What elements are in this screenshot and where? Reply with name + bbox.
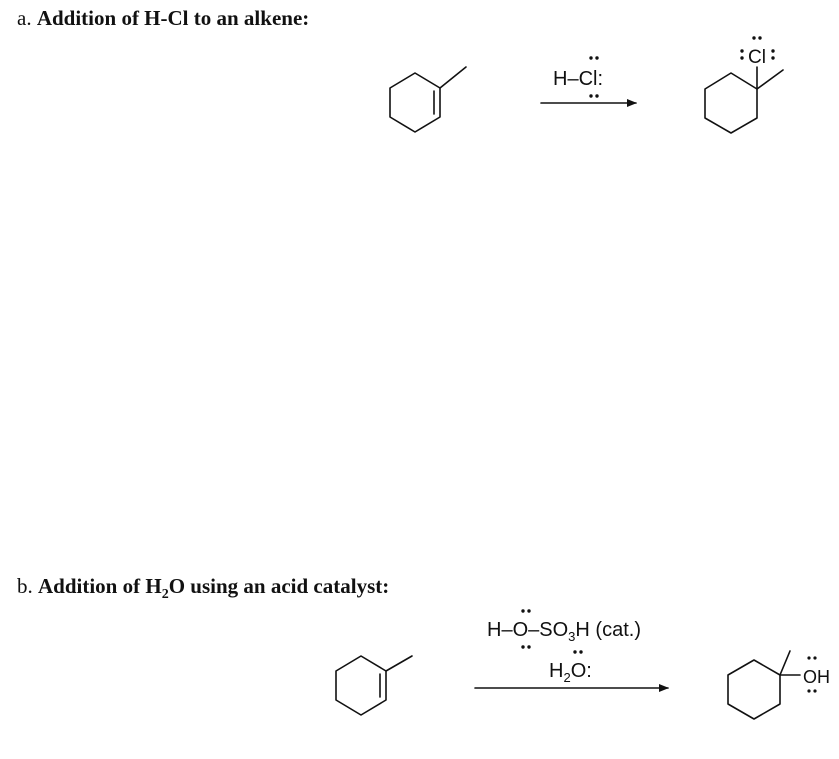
part-a-reagent-text: H–Cl: [553,68,603,90]
part-b-water-o: O [571,660,587,682]
part-a-reagent-cl: Cl [579,68,598,90]
part-b-water-text: H2O: [549,660,592,685]
part-a-reagent-bond: – [567,68,579,90]
part-b-catalyst-bond-2: – [528,619,540,641]
part-a-title: Addition of H-Cl to an alkene: [36,6,310,30]
part-b-catalyst-subscript: 3 [568,629,575,644]
part-b-reactant-ring [335,655,387,716]
part-b-catalyst-text: H–O–SO3H (cat.) [487,619,641,644]
part-b-water: H2O: [549,650,592,685]
part-a-reagent-h: H [553,68,567,90]
part-a-product-methyl [756,69,784,90]
part-a-reactant-methylcyclohexene [389,66,467,133]
part-b-title: Addition of H2O using an acid catalyst: [38,574,390,602]
part-b-catalyst-so: SO [539,619,568,641]
part-b-title-subscript: 2 [161,587,169,603]
part-b-water-lone-pair-dots [573,650,583,654]
part-b-reactant-methylcyclohexene [335,655,413,716]
part-a-product-cl-dots [740,36,775,60]
part-a-product-chloromethylcyclohexane [704,66,784,134]
part-b-reactant-methyl [385,655,413,672]
part-b-product-oh-dots [807,656,817,693]
part-b-catalyst-note: (cat.) [590,619,641,641]
part-b-title-end: O using an acid catalyst: [168,574,390,598]
part-a-reagent-lone-pair: : [597,68,603,90]
part-b-catalyst: H–O–SO3H (cat.) [487,609,641,649]
part-b-catalyst-lone-pair-dots [521,609,531,649]
part-a-product-cl-label: Cl [740,36,775,68]
part-b-product-oh-label: OH [803,656,830,693]
part-b-water-lone-pair: : [586,660,592,682]
part-a-heading: a. Addition of H-Cl to an alkene: [17,6,309,31]
part-a-letter: a. [17,6,32,30]
part-b-water-h: H [549,660,563,682]
part-a-reactant-methyl [439,66,467,89]
part-b-title-start: Addition of H [38,574,162,598]
part-b-catalyst-h: H [487,619,501,641]
part-a-reagent-lone-pair-dots [589,56,599,98]
part-b-product-ring [727,659,781,720]
part-b-catalyst-o: O [513,619,529,641]
part-a-product-cl-text: Cl [748,47,766,68]
part-b-letter: b. [17,574,33,598]
part-b-catalyst-h-end: H [575,619,589,641]
part-a-product-ring [704,72,758,134]
part-a-reactant-ring [389,72,441,133]
part-b-product-methyl [779,650,791,676]
part-b-water-subscript: 2 [563,670,570,685]
part-b-product-oh-text: OH [803,667,830,687]
part-a-reagent-hcl: H–Cl: [553,56,603,98]
part-b-product-methylcyclohexanol [727,650,801,720]
part-b-catalyst-bond-1: – [501,619,513,641]
part-b-heading: b. Addition of H2O using an acid catalys… [17,574,389,603]
